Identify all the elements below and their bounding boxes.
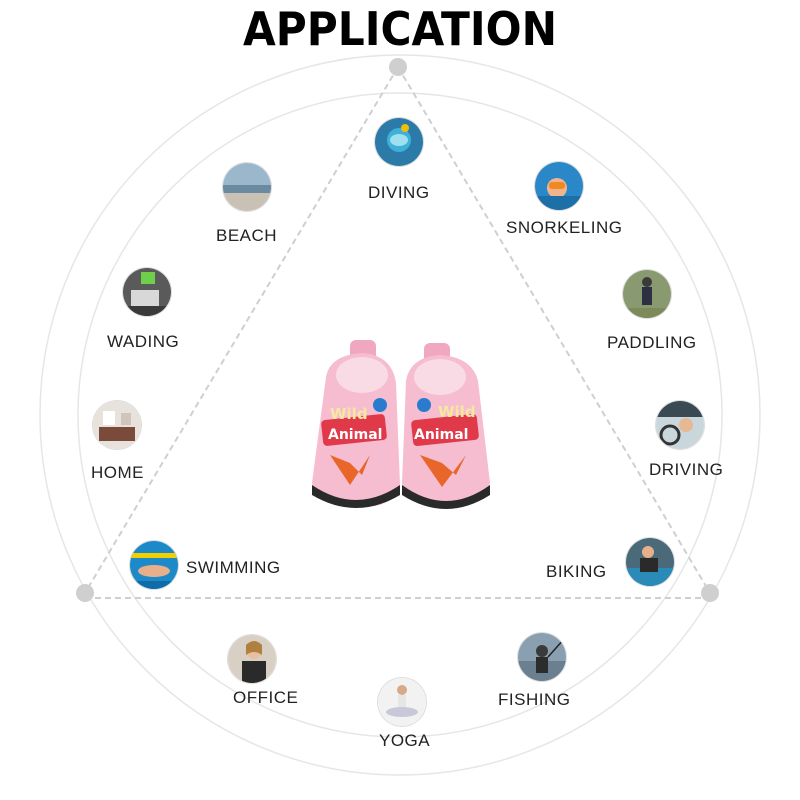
driving-photo-icon [656,401,704,449]
activity-label-swimming: SWIMMING [186,558,281,577]
swimming-photo-icon [130,541,178,589]
activity-label-wading: WADING [107,332,180,351]
vertex-dot-left [76,584,94,602]
activity-label-snorkeling: SNORKELING [506,218,623,237]
office-photo-icon [228,635,276,683]
page-title: APPLICATION [242,2,558,56]
beach-photo-icon [223,163,271,211]
right-shoe-brand-text-top: Wild [438,403,476,421]
right-shoe-sole [402,485,490,509]
activity-label-biking: BIKING [546,562,607,581]
activity-label-yoga: YOGA [379,731,431,750]
water-shoes-product-image: Wild Animal Wild Animal [300,335,500,515]
yoga-photo-icon [378,678,426,726]
activity-label-home: HOME [91,463,144,482]
biking-photo-icon [626,538,674,586]
right-shoe-brand-text-bottom: Animal [414,427,468,443]
activity-label-fishing: FISHING [498,690,571,709]
diver-photo-icon [375,118,423,166]
paddling-photo-icon [623,270,671,318]
activity-label-driving: DRIVING [649,460,724,479]
vertex-dot-top [389,58,407,76]
left-shoe-brand-text-top: Wild [330,405,368,423]
snorkeler-photo-icon [535,162,583,210]
activity-label-paddling: PADDLING [607,333,697,352]
activity-label-beach: BEACH [216,226,278,245]
activity-label-diving: DIVING [368,183,430,202]
left-shoe-brand-text-bottom: Animal [328,427,382,443]
fishing-photo-icon [518,633,566,681]
vertex-dot-right [701,584,719,602]
home-photo-icon [93,401,141,449]
wading-photo-icon [123,268,171,316]
activity-label-office: OFFICE [233,688,299,707]
left-shoe-sole [312,485,400,508]
